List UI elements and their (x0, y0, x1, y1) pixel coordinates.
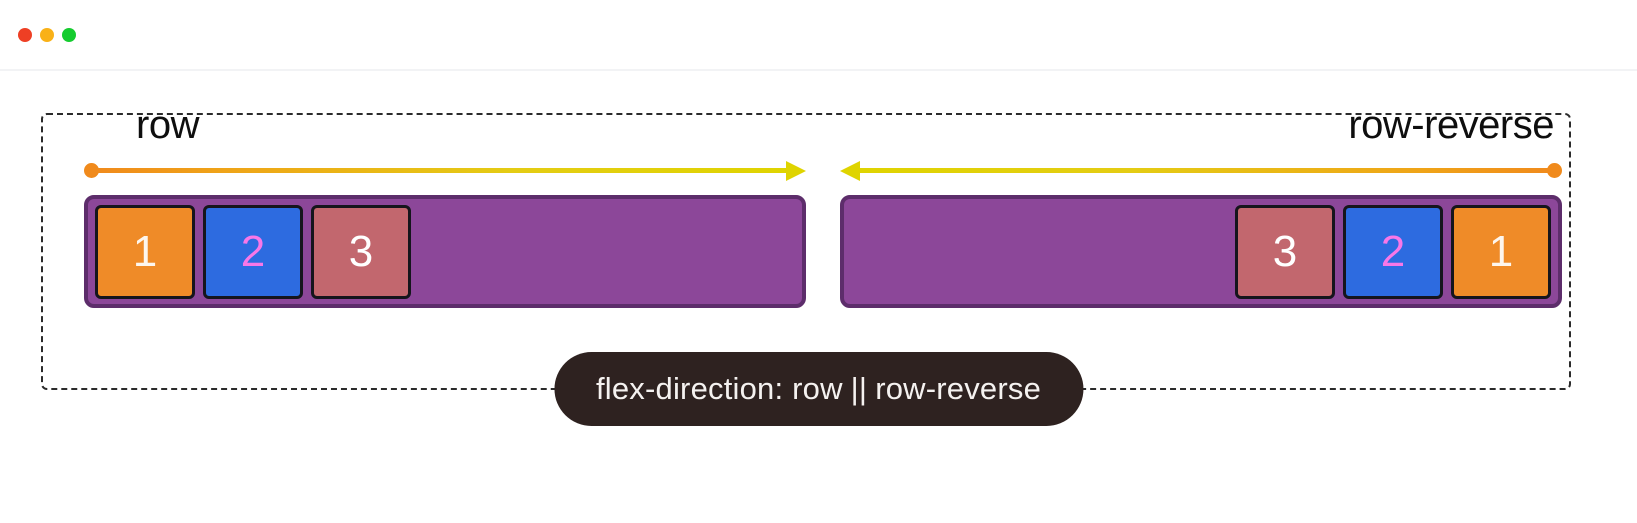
flex-item[interactable]: 2 (1343, 204, 1443, 299)
caption-alternate: row-reverse (875, 371, 1042, 406)
axis-label-row-reverse: row-reverse (1348, 103, 1554, 147)
arrow-right-icon (786, 161, 806, 181)
traffic-light-controls (18, 28, 76, 42)
close-window-button[interactable] (18, 28, 32, 42)
maximize-window-button[interactable] (62, 28, 76, 42)
caption-property: flex-direction: row (595, 371, 843, 406)
flex-container-row: 1 2 3 (84, 195, 806, 308)
main-axis-arrow-row (84, 161, 806, 181)
axis-line (852, 168, 1552, 173)
arrow-left-icon (840, 161, 860, 181)
axis-start-dot-icon (1547, 163, 1562, 178)
axis-start-dot-icon (84, 163, 99, 178)
flex-item[interactable]: 2 (203, 204, 303, 299)
flex-item[interactable]: 3 (311, 204, 411, 299)
minimize-window-button[interactable] (40, 28, 54, 42)
caption-badge: flex-direction: row || row-reverse (553, 352, 1084, 426)
flex-item[interactable]: 3 (1235, 204, 1335, 299)
window-titlebar (0, 0, 1637, 71)
axis-label-row: row (136, 103, 199, 147)
main-axis-arrow-row-reverse (840, 161, 1562, 181)
flex-item[interactable]: 1 (1451, 204, 1551, 299)
flex-item[interactable]: 1 (95, 204, 195, 299)
flex-demo-frame: row 1 2 3 row-reverse 1 2 3 (41, 105, 1571, 390)
axis-line (94, 168, 794, 173)
caption-separator: || (850, 371, 868, 406)
flex-container-row-reverse: 1 2 3 (840, 195, 1562, 308)
